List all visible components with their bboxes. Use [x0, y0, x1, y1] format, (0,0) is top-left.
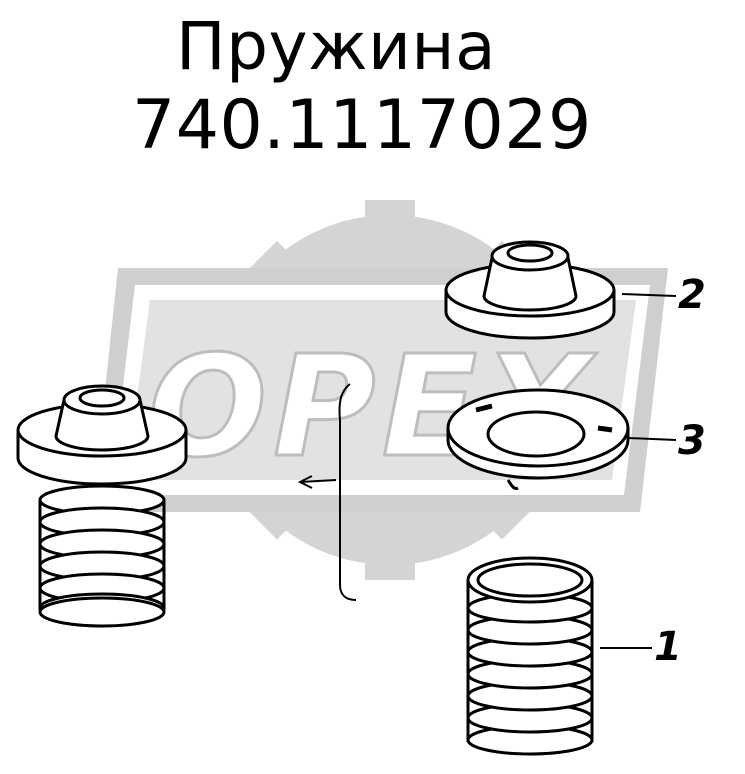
assembled-spring-coils [38, 484, 166, 628]
leader-3 [627, 437, 677, 441]
part-number-title: 740.1117029 [132, 86, 592, 165]
assembly-arrow [297, 383, 357, 601]
watermark-text: OPEX [148, 326, 597, 489]
leader-2 [621, 293, 677, 297]
assembled-spring [16, 384, 188, 628]
part-1-spring [466, 556, 594, 756]
part-3-washer [446, 388, 630, 490]
part-name-title: Пружина [176, 8, 497, 85]
assembled-spring-cup [54, 384, 150, 452]
callout-1: 1 [654, 624, 682, 670]
callout-3: 3 [678, 418, 706, 464]
callout-2: 2 [678, 272, 706, 318]
part-2-cup [444, 240, 616, 340]
